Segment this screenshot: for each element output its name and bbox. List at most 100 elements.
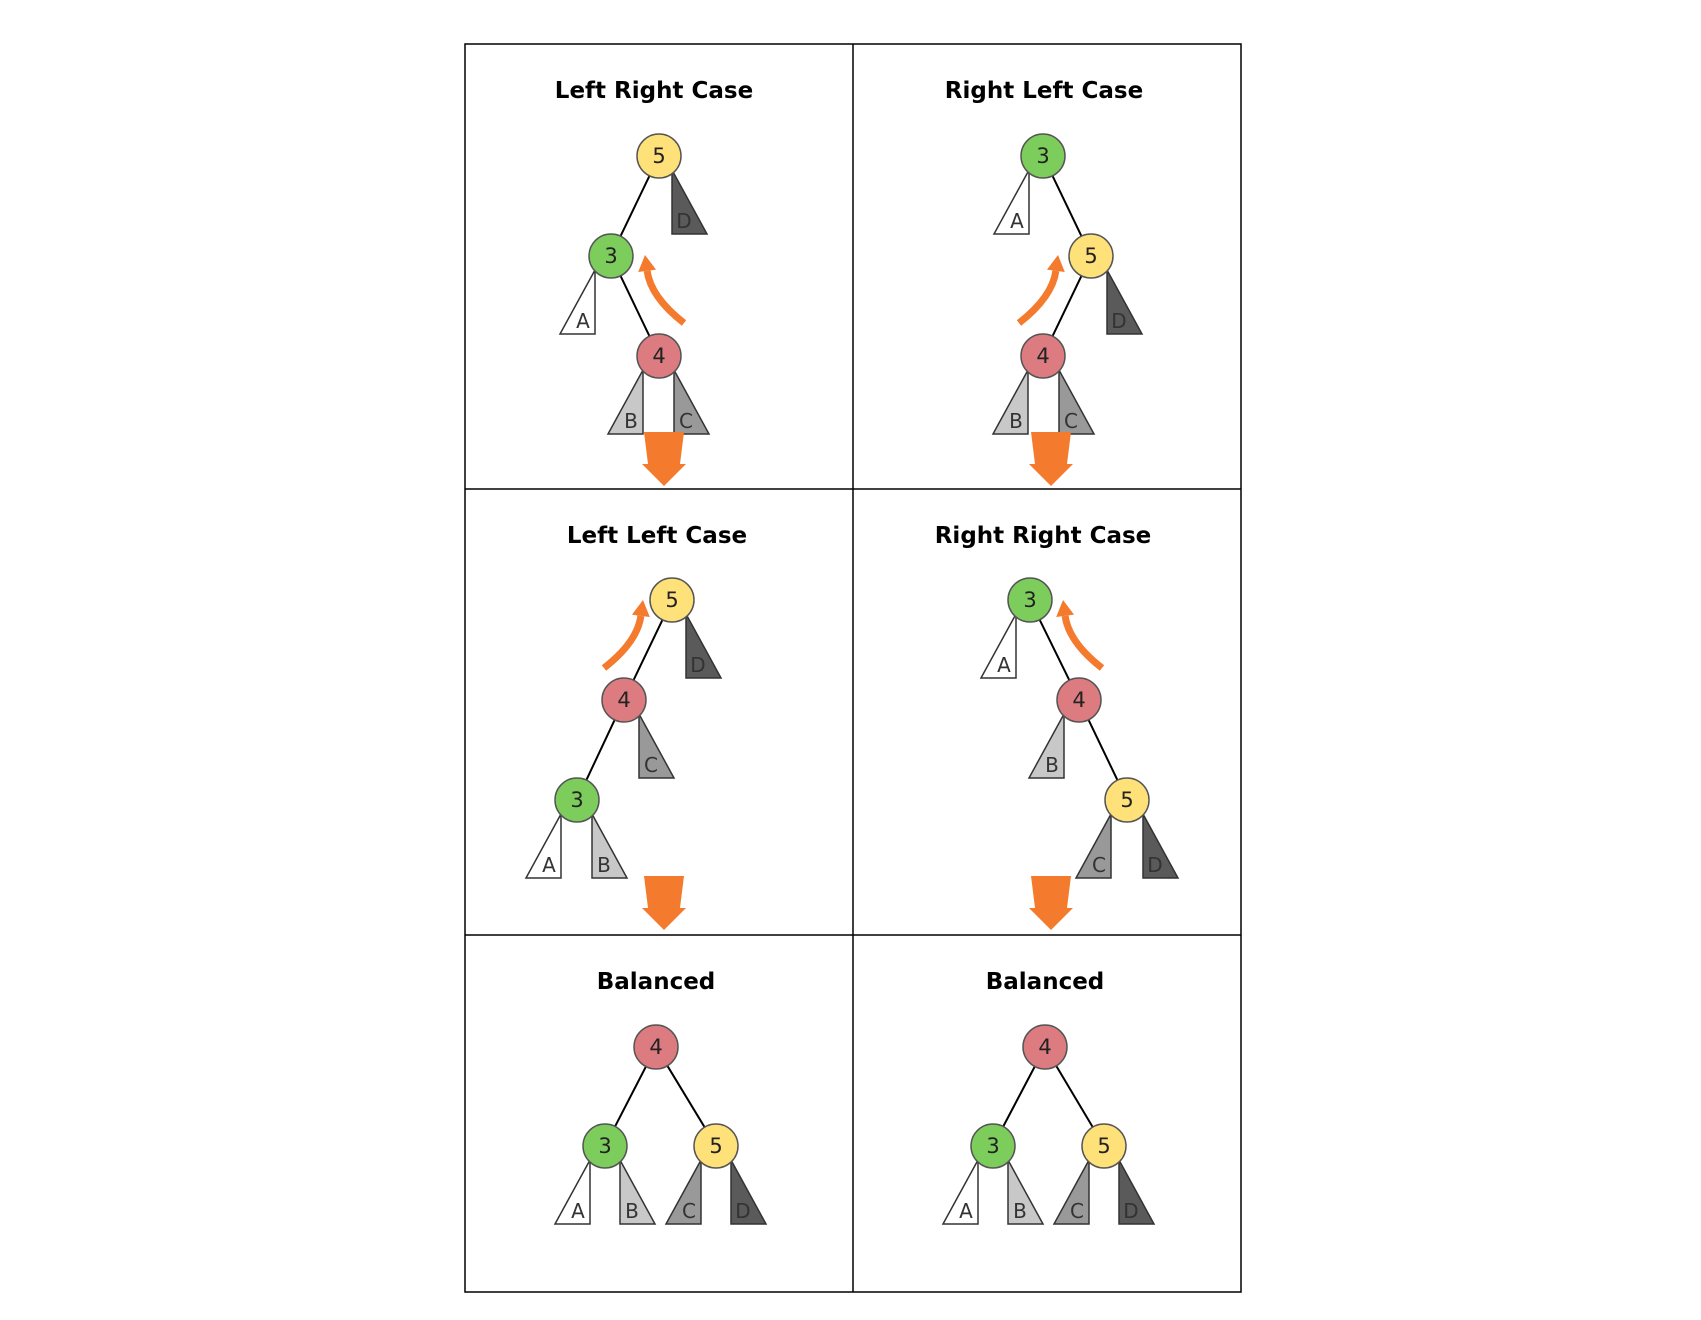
tree-node-4: 4 — [636, 333, 682, 379]
subtree-label: C — [682, 1199, 696, 1223]
subtree-triangle — [591, 813, 629, 879]
subtree-D: D — [1118, 1159, 1156, 1225]
subtree-triangle — [730, 1159, 768, 1225]
node-circle — [582, 1123, 628, 1169]
subtree-label: B — [1045, 753, 1059, 777]
subtree-B: B — [1007, 1159, 1045, 1225]
node-circle — [1081, 1123, 1127, 1169]
node-label: 5 — [652, 144, 665, 168]
node-label: 3 — [604, 244, 617, 268]
panel-title: Right Left Case — [945, 78, 1143, 104]
subtree-label: C — [679, 409, 693, 433]
subtree-triangle — [1142, 813, 1180, 879]
subtree-B: B — [619, 1159, 657, 1225]
subtree-triangle — [664, 1159, 702, 1225]
subtree-C: C — [1074, 813, 1112, 879]
subtree-triangle — [1007, 1159, 1045, 1225]
tree-node-5: 5 — [1068, 233, 1114, 279]
node-label: 5 — [709, 1134, 722, 1158]
subtree-triangle — [1027, 713, 1065, 779]
subtree-B: B — [991, 369, 1029, 435]
node-label: 4 — [1038, 1035, 1051, 1059]
tree-edge — [614, 1066, 647, 1127]
tree-node-5: 5 — [1081, 1123, 1127, 1169]
subtree-C: C — [673, 369, 711, 435]
tree-node-3: 3 — [588, 233, 634, 279]
panel-title: Balanced — [597, 969, 716, 995]
node-circle — [1022, 1024, 1068, 1070]
subtree-label: B — [625, 1199, 639, 1223]
node-circle — [693, 1123, 739, 1169]
subtree-triangle — [1052, 1159, 1090, 1225]
subtree-C: C — [664, 1159, 702, 1225]
subtree-triangle — [524, 813, 562, 879]
node-circle — [1020, 333, 1066, 379]
panel-title: Left Left Case — [567, 523, 747, 549]
tree-edge — [666, 1065, 706, 1128]
node-label: 4 — [649, 1035, 662, 1059]
node-label: 5 — [1120, 788, 1133, 812]
node-label: 4 — [652, 344, 665, 368]
subtree-triangle — [619, 1159, 657, 1225]
node-circle — [601, 677, 647, 723]
down-arrow-icon — [642, 876, 686, 930]
subtree-triangle — [1058, 369, 1096, 435]
node-label: 3 — [598, 1134, 611, 1158]
tree-edge — [585, 719, 616, 781]
node-label: 4 — [617, 688, 630, 712]
rotation-arrow-icon — [1016, 255, 1065, 326]
tree-edge — [1051, 275, 1083, 337]
node-circle — [554, 777, 600, 823]
tree-edge — [1055, 1065, 1094, 1128]
node-label: 3 — [1023, 588, 1036, 612]
tree-edge — [619, 275, 651, 337]
subtree-label: B — [624, 409, 638, 433]
node-circle — [636, 333, 682, 379]
subtree-label: C — [1070, 1199, 1084, 1223]
node-circle — [588, 233, 634, 279]
subtree-D: D — [685, 613, 723, 679]
tree-node-3: 3 — [970, 1123, 1016, 1169]
rotation-arrow-icon — [601, 600, 650, 671]
panel-title: Right Right Case — [935, 523, 1152, 549]
node-label: 4 — [1036, 344, 1049, 368]
subtree-A: A — [979, 613, 1017, 679]
subtree-label: A — [997, 653, 1011, 677]
tree-node-4: 4 — [1020, 333, 1066, 379]
flow-arrows — [642, 432, 1073, 930]
subtree-D: D — [1142, 813, 1180, 879]
tree-node-5: 5 — [1104, 777, 1150, 823]
subtree-A: A — [992, 169, 1030, 235]
subtree-label: D — [690, 653, 705, 677]
tree-node-4: 4 — [633, 1024, 679, 1070]
subtree-label: D — [676, 209, 691, 233]
subtree-triangle — [991, 369, 1029, 435]
tree-edge — [1051, 175, 1083, 237]
subtree-label: D — [1111, 309, 1126, 333]
tree-node-3: 3 — [554, 777, 600, 823]
node-circle — [1007, 577, 1053, 623]
subtree-C: C — [638, 713, 676, 779]
subtree-label: C — [1064, 409, 1078, 433]
down-arrow-icon — [1029, 432, 1073, 486]
subtree-C: C — [1058, 369, 1096, 435]
subtree-triangle — [685, 613, 723, 679]
subtree-A: A — [558, 269, 596, 335]
tree-edge — [1087, 719, 1119, 781]
node-circle — [1056, 677, 1102, 723]
subtree-triangle — [1118, 1159, 1156, 1225]
tree-node-5: 5 — [649, 577, 695, 623]
subtree-D: D — [730, 1159, 768, 1225]
subtree-triangle — [606, 369, 644, 435]
subtree-A: A — [941, 1159, 979, 1225]
subtree-triangle — [941, 1159, 979, 1225]
subtree-B: B — [1027, 713, 1065, 779]
subtree-label: C — [1092, 853, 1106, 877]
rotation-arrow-icon — [638, 255, 687, 326]
node-label: 5 — [665, 588, 678, 612]
subtree-A: A — [553, 1159, 591, 1225]
